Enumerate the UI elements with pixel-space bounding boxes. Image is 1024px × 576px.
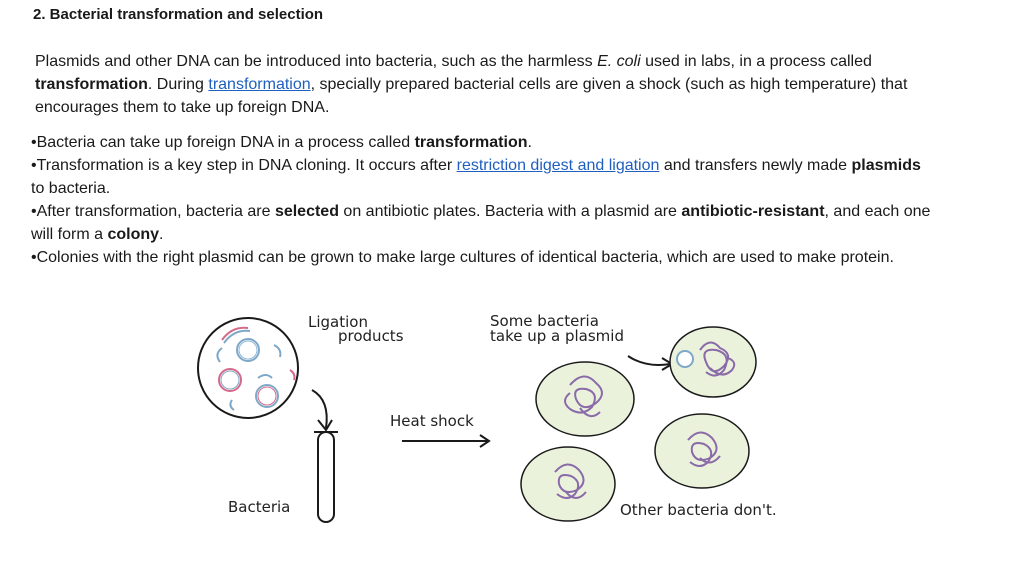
some-bacteria-label-line2: take up a plasmid	[490, 327, 624, 345]
test-tube-icon	[314, 431, 338, 523]
intro-text: used in labs, in a process called	[640, 53, 872, 70]
intro-text: Plasmids and other DNA can be introduced…	[35, 53, 598, 70]
bullet-text: on antibiotic plates. Bacteria with a pl…	[338, 203, 682, 220]
other-bacteria-label: Other bacteria don't.	[620, 501, 777, 519]
bold-term: colony	[107, 226, 160, 243]
bullet-text: •Transformation is a key step in DNA clo…	[31, 157, 457, 174]
bullet-text: and transfers newly made	[659, 157, 852, 174]
bullet-text: •Bacteria can take up foreign DNA in a p…	[31, 134, 415, 151]
bullet-text: to bacteria.	[31, 180, 111, 197]
right-arrow-icon	[402, 434, 491, 448]
bullet-text: •After transformation, bacteria are	[31, 203, 275, 220]
bullet-item-3: •After transformation, bacteria are sele…	[31, 200, 931, 246]
bullet-item-4: •Colonies with the right plasmid can be …	[31, 246, 931, 269]
bacteria-label: Bacteria	[228, 498, 290, 516]
intro-paragraph: Plasmids and other DNA can be introduced…	[35, 50, 915, 119]
ligation-label-line2: products	[338, 327, 404, 345]
intro-text: , specially prepared bacterial cells are…	[35, 76, 908, 116]
bold-term: plasmids	[851, 157, 921, 174]
bullet-list: •Bacteria can take up foreign DNA in a p…	[31, 131, 931, 269]
bullet-item-1: •Bacteria can take up foreign DNA in a p…	[31, 131, 931, 154]
ligation-products-circle	[197, 317, 299, 419]
bullet-text: •Colonies with the right plasmid can be …	[31, 249, 894, 266]
bold-term: transformation	[414, 134, 528, 151]
bacterium-cell	[535, 361, 635, 437]
intro-text: . During	[147, 76, 209, 93]
bold-term: selected	[274, 203, 339, 220]
bacterium-cell	[654, 413, 750, 489]
restriction-digest-link[interactable]: restriction digest and ligation	[456, 157, 660, 174]
bold-term: antibiotic-resistant	[681, 203, 825, 220]
down-arrow-icon	[311, 389, 333, 432]
bacterium-cell	[520, 446, 616, 522]
bullet-text: .	[527, 134, 532, 151]
some-bacteria-label-line1: Some bacteria	[490, 312, 599, 330]
ecoli-italic: E. coli	[597, 53, 641, 70]
ligation-label-line1: Ligation	[308, 313, 368, 331]
section-heading: 2. Bacterial transformation and selectio…	[33, 6, 324, 23]
heat-shock-label: Heat shock	[390, 412, 474, 430]
bacterium-with-plasmid	[669, 326, 757, 398]
bullet-text: , and each one will form a	[31, 203, 931, 243]
transformation-term: transformation	[35, 76, 148, 93]
bullet-text: .	[159, 226, 164, 243]
bullet-item-2: •Transformation is a key step in DNA clo…	[31, 154, 931, 200]
curved-arrow-icon	[627, 355, 674, 371]
transformation-link[interactable]: transformation	[208, 76, 311, 93]
